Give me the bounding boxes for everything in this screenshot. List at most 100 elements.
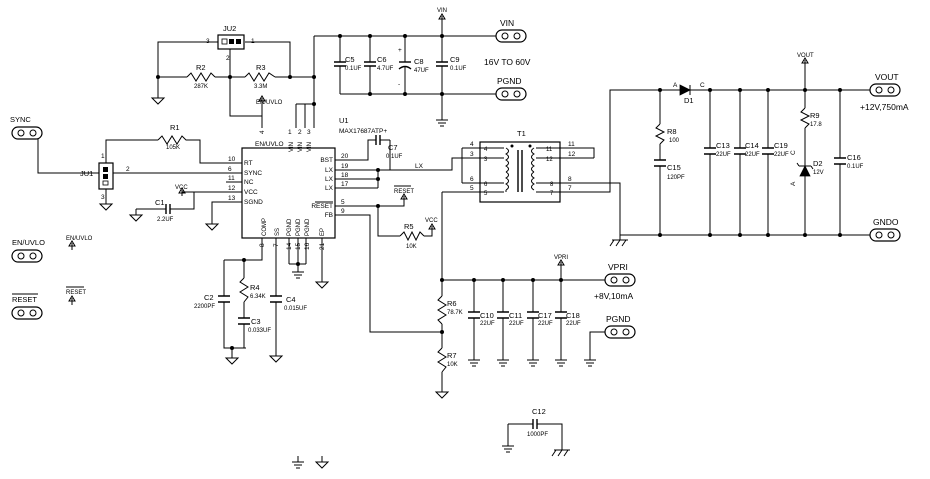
c4-ref: C4 xyxy=(286,295,296,304)
net-vout: VOUT xyxy=(797,53,814,59)
pin-num: 16 xyxy=(304,242,311,250)
t1-pin: 6 xyxy=(470,176,474,183)
pin-num: 10 xyxy=(228,156,236,163)
pin-name: LX xyxy=(325,185,334,192)
junctions xyxy=(156,34,842,350)
arrow-up-icon xyxy=(68,295,76,305)
c3-ref: C3 xyxy=(251,317,261,326)
c11-value: 22UF xyxy=(509,321,524,327)
ic-left-pins: 10 RT 6 SYNC 11 NC 12 VCC 13 SGND xyxy=(226,156,263,206)
pgnd-icon xyxy=(527,359,539,367)
vin-label: VIN xyxy=(500,18,514,28)
pin-name: RESET xyxy=(311,203,333,210)
d1-cathode: C xyxy=(700,82,705,89)
chassis-ground-icon xyxy=(609,235,628,247)
t1-inner-pin: 6 xyxy=(484,182,488,188)
c14-value: 22UF xyxy=(745,152,760,158)
arrow-up-icon xyxy=(557,259,565,266)
connector-sync[interactable]: SYNC xyxy=(10,115,43,140)
arrow-up-icon xyxy=(258,95,266,104)
connector-vin[interactable]: VIN xyxy=(495,18,527,43)
reset-label: RESET xyxy=(12,295,37,304)
d1-ref: D1 xyxy=(684,96,694,105)
r3-value: 3.3M xyxy=(254,84,267,90)
t1-pin: 3 xyxy=(470,151,474,158)
capacitors: C1 2.2UF C2 2200PF C3 0.033UF C4 0.015UF… xyxy=(155,47,864,438)
c12-ref: C12 xyxy=(532,407,546,416)
c18-value: 22UF xyxy=(566,321,581,327)
c10-value: 22UF xyxy=(480,321,495,327)
pgnd-icon xyxy=(468,359,480,367)
vout-label: VOUT xyxy=(875,72,899,82)
r4-value: 6.34K xyxy=(250,294,266,300)
ground-icon xyxy=(224,357,240,365)
r6-value: 78.7K xyxy=(447,310,463,316)
t1-pin: 11 xyxy=(568,141,575,148)
d2-value: 12V xyxy=(813,170,824,176)
net-en-uvlo: EN/UVLO xyxy=(66,236,93,242)
pin-name: EP xyxy=(320,228,326,236)
ground-symbols xyxy=(98,97,628,469)
c16-value: 0.1UF xyxy=(847,164,864,170)
ic-ref: U1 xyxy=(339,116,349,125)
transformer-t1: T1 4 3 6 5 4 3 6 5 11 12 8 7 11 12 8 7 xyxy=(470,129,576,203)
r5-value: 10K xyxy=(406,244,417,250)
connector-en-uvlo[interactable]: EN/UVLO xyxy=(11,238,45,263)
pgnd-pri-label: PGND xyxy=(606,314,631,324)
pin-num: 19 xyxy=(341,163,349,170)
en-uvlo-label: EN/UVLO xyxy=(12,238,45,247)
r9-ref: R9 xyxy=(810,111,820,120)
pin-num: 7 xyxy=(273,243,280,247)
connector-vpri[interactable]: VPRI xyxy=(604,262,636,287)
vpri-label: VPRI xyxy=(608,262,628,272)
pin-name: VIN xyxy=(289,142,295,152)
vpri-spec-note: +8V,10mA xyxy=(594,291,633,301)
t1-inner-pin: 8 xyxy=(550,182,554,188)
t1-ref: T1 xyxy=(517,129,526,138)
connector-reset[interactable]: RESET xyxy=(11,293,43,320)
c7-ref: C7 xyxy=(388,143,398,152)
c17-value: 22UF xyxy=(538,321,553,327)
vin-range-note: 16V TO 60V xyxy=(484,57,531,67)
t1-inner-pin: 5 xyxy=(484,191,488,197)
connector-gndo[interactable]: GNDO xyxy=(869,217,901,242)
c13-ref: C13 xyxy=(716,141,730,150)
net-lx: LX xyxy=(415,163,424,170)
r7-value: 10K xyxy=(447,362,458,368)
pin-num: 6 xyxy=(228,166,232,173)
arrow-up-icon xyxy=(400,193,408,200)
c6-value: 4.7UF xyxy=(377,66,394,72)
c10-ref: C10 xyxy=(480,311,494,320)
r2-ref: R2 xyxy=(196,63,206,72)
t1-pin: 4 xyxy=(470,141,474,148)
pgnd-icon xyxy=(555,359,567,367)
chassis-ground-icon xyxy=(551,449,570,457)
c5-value: 0.1UF xyxy=(345,66,362,72)
c2-value: 2200PF xyxy=(194,304,215,310)
connector-pgnd-in[interactable]: PGND xyxy=(495,76,527,101)
ic-top-pins: EN/UVLO 4 VIN 1 VIN 2 VIN 3 xyxy=(255,129,313,152)
t1-pin: 7 xyxy=(568,185,572,192)
gndo-label: GNDO xyxy=(873,217,899,227)
pin-num: 4 xyxy=(259,130,266,134)
pin-name: EN/UVLO xyxy=(255,141,284,148)
pgnd-icon xyxy=(436,119,448,127)
pin-num: 15 xyxy=(295,242,302,250)
c13-value: 22UF xyxy=(716,152,731,158)
pin-name: PGND xyxy=(305,218,311,236)
pin-name: RT xyxy=(244,160,253,167)
jumper-ju2: JU2 3 2 1 xyxy=(206,24,255,62)
pin-num: 11 xyxy=(228,175,235,182)
arrow-up-icon xyxy=(68,240,76,250)
r4-ref: R4 xyxy=(250,283,260,292)
connector-vout[interactable]: VOUT xyxy=(869,72,901,97)
pin-num: 2 xyxy=(298,129,302,136)
ground-icon xyxy=(268,355,284,363)
ju2-pin: 1 xyxy=(251,38,255,45)
c16-ref: C16 xyxy=(847,153,861,162)
pin-name: LX xyxy=(325,176,334,183)
connector-pgnd-pri[interactable]: PGND xyxy=(604,314,636,339)
pin-num: 18 xyxy=(341,172,349,179)
ic-u1: U1 MAX17687ATP+ 10 RT 6 SYNC 11 NC 12 VC… xyxy=(226,116,387,250)
